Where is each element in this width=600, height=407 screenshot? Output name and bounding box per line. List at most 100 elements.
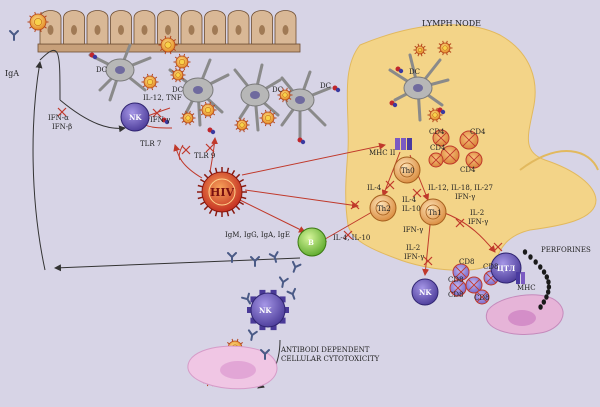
inhibition-marks [57,107,503,266]
label-tlr9: TLR 9 [194,152,215,160]
virus-particle [234,117,250,133]
label-il4-th: IL-4 [402,196,417,204]
label-th0: Th0 [401,167,415,175]
label-dc-5: DC [409,68,420,76]
nk-cell-top [120,102,150,132]
receptor-marker [332,85,341,93]
cd8-cell [452,263,470,281]
epithelial-nucleus [47,25,54,35]
perforine-granule [544,294,549,300]
antibody [286,287,297,300]
label-nk-lymph: NK [419,288,432,297]
label-dc-2: DC [172,86,183,94]
perforine-granule [541,269,547,275]
label-th2: Th2 [377,205,391,213]
label-cd8-4: CD8 [474,294,489,302]
label-ifn-gamma-il2: IFN-γ [468,218,488,226]
dendritic-cell-3 [233,63,282,132]
epithelial-nucleus [141,25,148,35]
receptor-marker [89,52,98,60]
label-il12-18-27: IL-12, IL-18, IL-27 [428,184,493,192]
antibody [268,251,279,263]
epithelial-nucleus [188,25,195,35]
perforine-granule [533,259,538,265]
epithelial-nucleus [282,25,289,35]
target-cell-left [187,345,278,390]
label-il4-il10-b: IL-4, IL-10 [333,234,370,242]
receptor-marker [161,117,170,125]
hiv-virion [197,167,247,217]
label-il2: IL-2 [470,209,484,217]
cd8-cell [449,279,467,297]
label-cd8-3: CD8 [448,291,463,299]
cd4-cell [459,130,479,150]
nk-cell-lymph [411,278,439,306]
dendritic-cell-lymph-node [388,53,450,122]
label-hiv: HIV [210,186,235,199]
b-cell [297,227,327,257]
virus-particle [180,110,196,126]
nk-cell-adcc [247,289,289,331]
label-adcc-2: CELLULAR CYTOTOXICITY [281,355,380,363]
antibody [9,30,19,41]
label-th1: Th1 [428,209,442,217]
label-dc-3: DC [272,86,283,94]
dendritic-cell-1 [88,43,152,102]
virus-particle [437,40,453,56]
cd4-cell [432,129,450,147]
perforine-granules [522,249,552,310]
label-tlr7: TLR 7 [140,140,161,148]
lymph-node-vessel [519,150,599,171]
cd4-cell [428,152,444,168]
perforine-granule [545,289,551,295]
label-ifn-gamma-th: IFN-γ [403,226,423,234]
label-nk-adcc: NK [259,306,272,315]
perforine-granule [528,254,533,260]
th0-cell [393,156,421,184]
receptor-marker [389,100,398,108]
label-mhc: MHC [517,284,536,292]
virus-particle [173,53,191,71]
receptor-marker [437,107,446,115]
virus-particle [27,11,49,33]
mhc-ii-complex [395,138,412,150]
label-mhc2: MHC II [369,149,396,157]
arrows [32,49,496,389]
perforine-granule [546,279,551,285]
label-lymph-node: LYMPH NODE [422,19,481,28]
label-cd4-3: CD4 [430,144,446,152]
dendritic-cell-4 [280,70,332,142]
antibody [278,276,289,288]
label-il2-lower: IL-2 [406,244,420,252]
virus-particle [277,87,293,103]
label-iga-top: IgA [5,69,19,78]
label-cd4-2: CD4 [470,128,486,136]
virus-particle [199,101,217,119]
cd8-cell [465,276,483,294]
cd4-cells [428,129,483,169]
label-antibodies: IgM, IgG, IgA, IgE [225,231,290,239]
antibody [247,329,258,341]
virus-particle [259,109,277,127]
epithelial-nucleus [235,25,242,35]
cd4-cell [465,151,483,169]
virus-particle [141,73,159,91]
label-cd4-4: CD4 [460,166,476,174]
th2-cell [369,194,397,222]
epithelial-nucleus [118,25,124,35]
antibody [260,349,270,360]
label-ifn-alpha: IFN-α [48,114,69,122]
label-cd8-1: CD8 [459,258,474,266]
label-perforines: PERFORINES [541,246,591,254]
perforine-granule [544,274,550,280]
epithelial-nucleus [71,25,77,35]
text-labels: IgA LYMPH NODE DC DC DC DC DC NK IFN-α I… [5,19,591,363]
label-b: B [308,238,314,247]
virus-particle [413,43,427,57]
epithelial-nucleus [94,25,101,35]
label-cd8-5: CD8 [483,263,498,271]
receptor-marker [297,137,306,145]
label-il10-th: IL-10 [402,205,421,213]
perforine-granule [522,249,528,255]
